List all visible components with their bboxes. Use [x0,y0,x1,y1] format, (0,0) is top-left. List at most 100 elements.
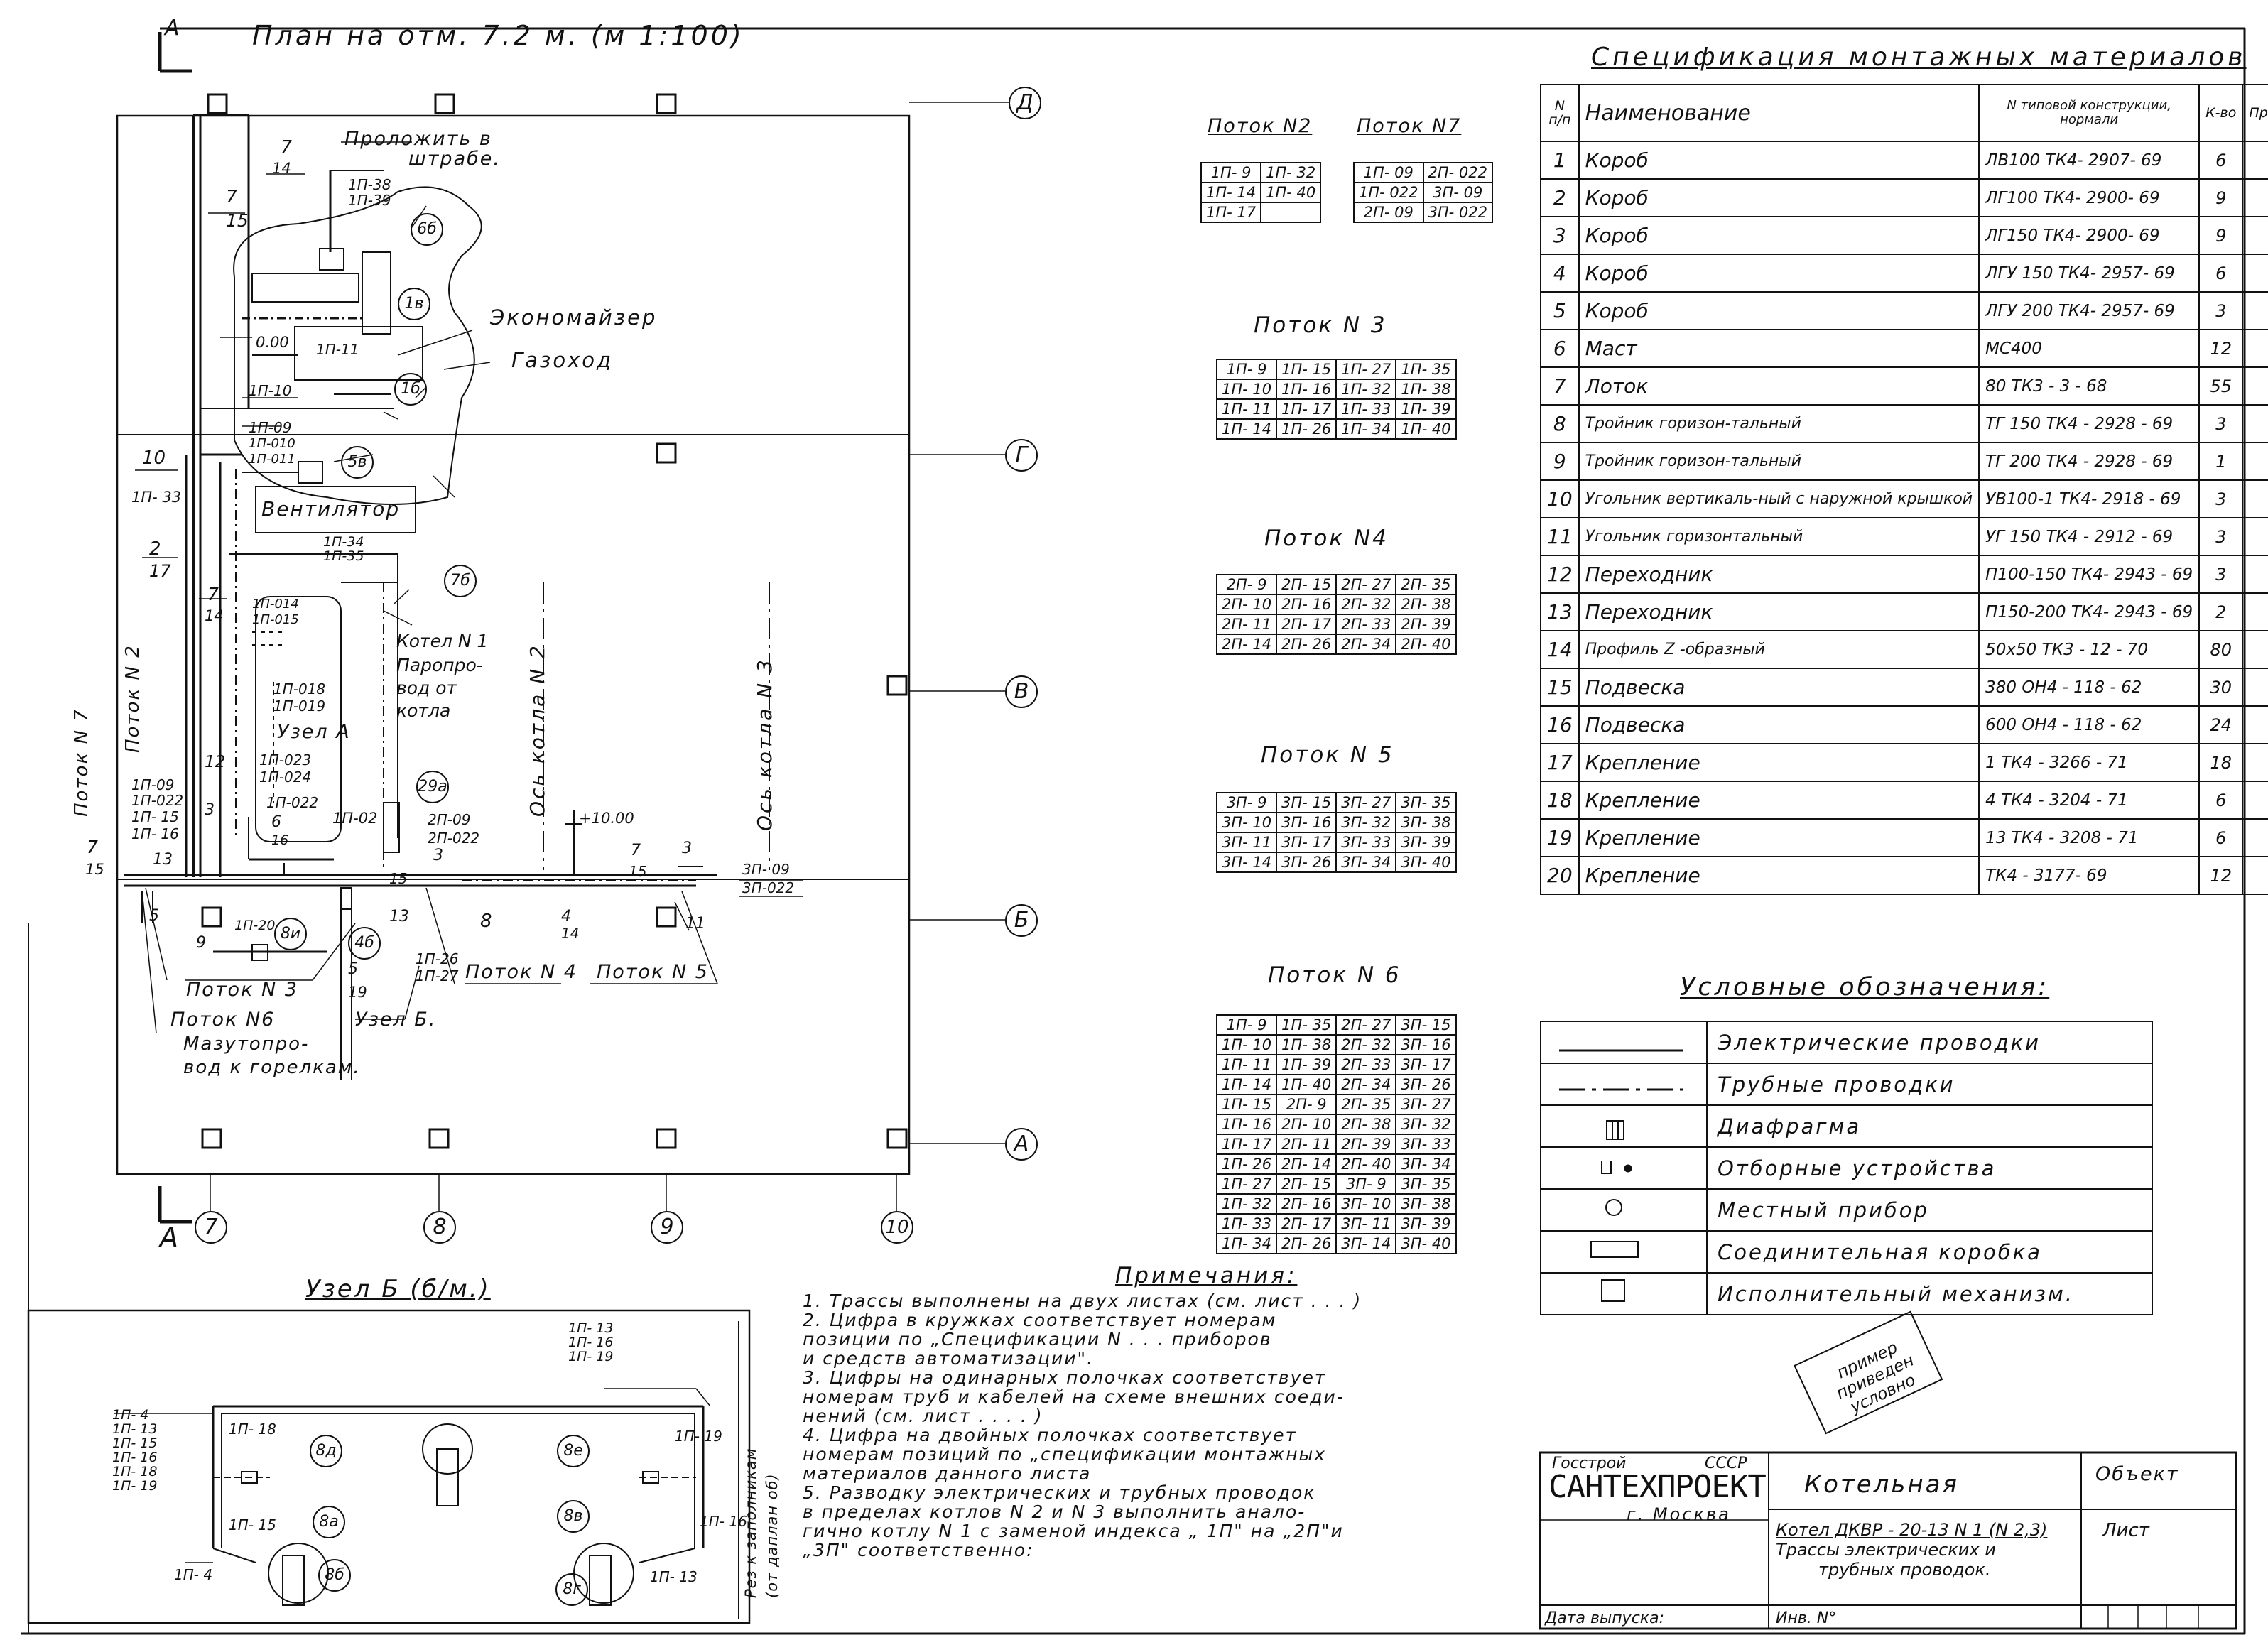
spec-cell-n: 18 [1540,781,1580,820]
callout-8d: 8д [310,1435,342,1467]
pipe-label: 1П- 16 [568,1335,614,1350]
legend-row: Отборные устройства [1540,1146,2153,1190]
legend-row: Исполнительный механизм. [1540,1272,2153,1315]
spec-cell-n: 2 [1540,178,1580,217]
table-cell: 1П- 26 [1215,1153,1278,1175]
legend-text: Отборные устройства [1706,1146,2153,1190]
notes-title: Примечания: [1115,1263,1298,1288]
shelf-number: 3 [433,847,443,864]
spec-cell-ref: 380 ОН4 - 118 - 62 [1978,668,2201,707]
spec-cell-qty: 6 [2198,781,2244,820]
tb-object-label: Объект [2095,1463,2179,1485]
spec-cell-name: Угольник вертикаль-ный с наружной крышко… [1578,479,1980,518]
spec-cell-ref: 1 ТК4 - 3266 - 71 [1978,743,2201,782]
pipe-label: 1П- 16 [700,1513,747,1530]
spec-header-row: N п/п Наименование N типовой конструкции… [1540,84,2268,142]
legend-text: Диафрагма [1706,1104,2153,1148]
table-cell: 1П- 35 [1395,359,1457,380]
spec-cell-n: 15 [1540,668,1580,707]
spec-cell-qty: 9 [2198,216,2244,255]
spec-cell-ref: 13 ТК4 - 3208 - 71 [1978,818,2201,857]
note-line: 1. Трассы выполнены на двух листах (см. … [803,1291,1362,1311]
label-os-kotla-2: Ось котла N 2 [526,643,549,817]
table-cell: 3П- 33 [1395,1134,1457,1155]
pipe-label: 1П-11 [316,341,359,358]
spec-cell-qty: 12 [2198,856,2244,895]
table-cell: 3П- 9 [1215,792,1278,813]
table-cell: 1П- 022 [1353,182,1424,203]
spec-cell-name: Переходник [1578,592,1980,631]
shelf-number: 3 [682,840,692,857]
table-cell: 1П- 40 [1276,1074,1338,1095]
pipe-label: 1П- 33 [131,489,182,506]
spec-cell-qty: 9 [2198,178,2244,217]
legend-text: Электрические проводки [1706,1021,2153,1064]
spec-cell-n: 4 [1540,254,1580,293]
callout-6b: 6б [411,213,443,246]
spec-cell-qty: 6 [2198,254,2244,293]
table-cell: 1П- 38 [1276,1034,1338,1055]
pipe-label: 1П- 13 [650,1568,698,1585]
label-uzel-b: Узел Б. [355,1009,437,1031]
section-marker-bottom: А [160,1222,178,1253]
spec-cell-ref: ТГ 150 ТК4 - 2928 - 69 [1978,404,2201,443]
table-cell: 1П- 10 [1215,1034,1278,1055]
spec-cell-name: Крепление [1578,818,1980,857]
spec-cell-ref: ЛГ100 ТК4- 2900- 69 [1978,178,2201,217]
pipe-label: 1П-39 [348,192,391,209]
pipe-label: 1П-024 [259,769,312,786]
table-cell: 2П- 38 [1335,1114,1397,1135]
table-cell: 1П- 14 [1215,1074,1278,1095]
table-cell: 3П- 17 [1276,832,1338,853]
table-cell: 1П- 17 [1215,1134,1278,1155]
label-shtrabe: штрабе. [408,148,501,170]
plan-title: План на отм. 7.2 м. (м 1:100) [252,20,744,51]
note-line: 3. Цифры на одинарных полочках соответст… [803,1367,1327,1388]
pipe-label: 1П- 19 [568,1349,614,1364]
shelf-number: 14 [205,607,224,624]
table-cell: 2П- 11 [1276,1134,1338,1155]
table-cell: 1П- 32 [1335,379,1397,400]
table-cell: 3П- 26 [1276,852,1338,873]
spec-cell-qty: 12 [2198,329,2244,368]
pipe-label: 1П-02 [332,810,378,827]
table-cell: 3П- 16 [1395,1034,1457,1055]
shelf-number: 15 [629,863,647,880]
label-prolozhit: Проложить в [344,128,492,150]
spec-cell-qty: 3 [2198,555,2244,594]
table-cell: 1П- 16 [1276,379,1338,400]
pipe-label: 1П- 16 [131,825,179,842]
table-cell: 2П- 27 [1335,1014,1397,1036]
spec-table: N п/п Наименование N типовой конструкции… [1540,84,2268,895]
shelf-number: 7 [207,584,219,604]
dash-dot-line-icon [1540,1063,1708,1106]
table-cell: 3П- 9 [1335,1173,1397,1195]
callout-1v: 1в [398,288,430,320]
table-cell: 1П- 33 [1215,1213,1278,1234]
table-cell: 1П- 16 [1215,1114,1278,1135]
label-potok2-vertical: Поток N 2 [122,644,143,753]
pipe-label: 1П- 16 [112,1450,158,1465]
spec-cell-n: 10 [1540,479,1580,518]
spec-cell-qty: 55 [2198,366,2244,406]
note-line: гично котлу N 1 с заменой индекса „ 1П" … [803,1521,1344,1541]
shelf-number: 17 [149,561,171,581]
axis-col-10: 10 [881,1211,913,1244]
table-cell: 2П- 9 [1215,574,1278,595]
pipe-label: 2П-022 [428,830,480,847]
callout-8a: 8а [313,1506,345,1538]
